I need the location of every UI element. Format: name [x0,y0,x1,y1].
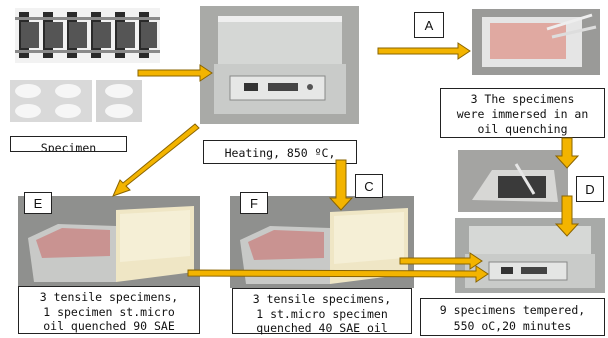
disc-specimens-photo [10,80,92,122]
arrow-furnace-to-tank-e [112,123,200,197]
disc-specimens-photo-2 [96,80,142,122]
step-e-label: E [24,192,52,214]
f-tank-caption: 3 tensile specimens, 1 st.micro specimen… [232,288,412,335]
step-a-label: A [414,12,444,38]
e-tank-caption: 3 tensile specimens, 1 specimen st.micro… [18,286,200,334]
step-c-label: C [355,174,383,198]
oil-quench-photo [472,9,600,75]
heating-label: Heating, 850 ºC, [203,140,357,164]
small-furnace-photo [458,150,568,212]
tempered-caption: 9 specimens tempered, 550 oC,20 minutes [420,298,605,336]
heating-furnace-photo [200,6,359,124]
arrow-furnace-to-quench [377,42,471,60]
step-f-label: F [240,192,268,214]
specimen-label: Specimen [10,136,127,152]
oil-immersion-caption: 3 The specimens were immersed in an oil … [440,88,605,138]
tempering-furnace-photo [455,218,605,293]
tensile-specimens-photo [15,8,160,63]
step-d-label: D [576,176,604,202]
